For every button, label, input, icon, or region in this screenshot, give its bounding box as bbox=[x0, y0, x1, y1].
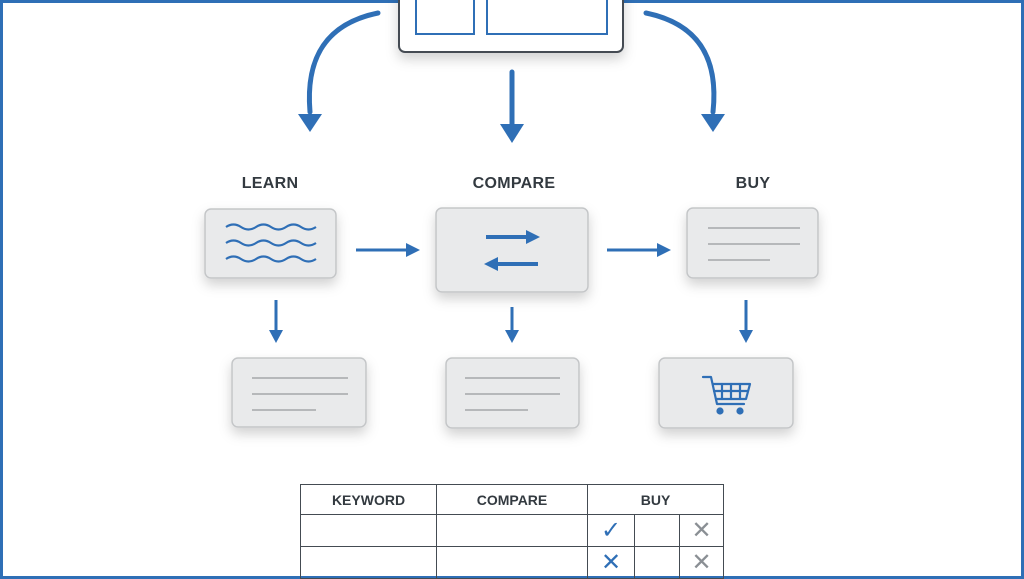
check-icon: ✓ bbox=[600, 516, 622, 544]
shopping-cart-icon bbox=[701, 375, 752, 415]
stage-label-compare: COMPARE bbox=[472, 175, 556, 192]
header-buy: BUY bbox=[587, 484, 724, 515]
compare-detail-card bbox=[445, 357, 580, 429]
arrow-to-learn bbox=[306, 10, 381, 115]
comparison-table: KEYWORD COMPARE BUY ✓ ✕ ✕ ✕ bbox=[300, 484, 724, 579]
vertical-arrows bbox=[269, 300, 753, 343]
table-cell bbox=[634, 546, 680, 579]
table-cell: ✕ bbox=[587, 546, 635, 579]
horizontal-arrows bbox=[356, 243, 671, 257]
table-header-row: KEYWORD COMPARE BUY bbox=[300, 484, 724, 515]
table-cell bbox=[436, 546, 588, 579]
swap-arrows-icon bbox=[484, 230, 540, 271]
header-keyword: KEYWORD bbox=[300, 484, 437, 515]
learn-card bbox=[204, 208, 337, 279]
buy-card bbox=[686, 207, 819, 279]
table-cell bbox=[300, 514, 437, 547]
arrowhead-learn-compare bbox=[406, 243, 420, 257]
table-cell: ✓ bbox=[587, 514, 635, 547]
stage-label-learn: LEARN bbox=[241, 175, 299, 192]
arrowhead-buy bbox=[701, 114, 725, 132]
compare-card bbox=[435, 207, 589, 293]
arrowhead-learn bbox=[298, 114, 322, 132]
source-arrows bbox=[298, 10, 725, 143]
table-cell: ✕ bbox=[679, 546, 724, 579]
learn-detail-card bbox=[231, 357, 367, 428]
x-mark-icon: ✕ bbox=[691, 548, 712, 576]
x-mark-icon: ✕ bbox=[600, 548, 622, 576]
table-cell bbox=[300, 546, 437, 579]
stage-label-buy: BUY bbox=[735, 175, 771, 192]
arrow-to-buy bbox=[643, 10, 717, 115]
header-compare: COMPARE bbox=[436, 484, 588, 515]
wavy-lines-icon bbox=[225, 223, 317, 263]
table-cell bbox=[436, 514, 588, 547]
arrowhead-compare-buy bbox=[657, 243, 671, 257]
table-cell: ✕ bbox=[679, 514, 724, 547]
table-row: ✓ ✕ bbox=[300, 514, 724, 547]
buy-detail-card bbox=[658, 357, 794, 429]
x-mark-icon: ✕ bbox=[691, 516, 712, 544]
source-window bbox=[398, 0, 624, 53]
text-lines-icon bbox=[708, 227, 800, 261]
arrowhead-compare bbox=[500, 124, 524, 143]
table-cell bbox=[634, 514, 680, 547]
table-row: ✕ ✕ bbox=[300, 546, 724, 579]
